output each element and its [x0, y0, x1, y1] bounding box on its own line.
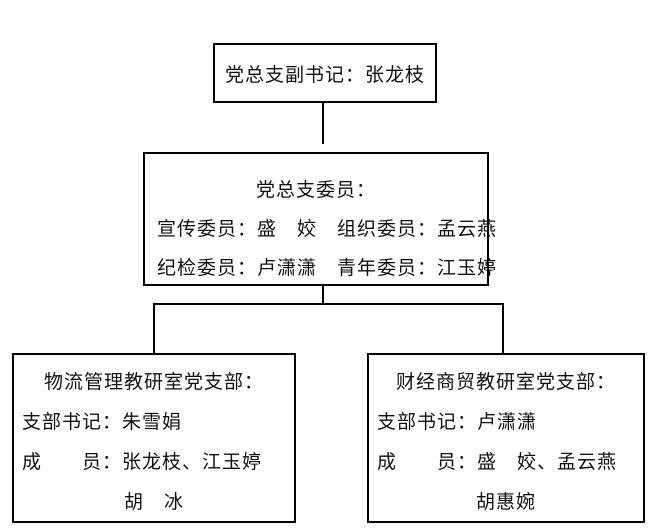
logistics-branch-members-2: 胡 冰: [123, 492, 184, 513]
finance-branch-box: 财经商贸教研室党支部： 支部书记：卢潇潇 成 员：盛 姣、孟云燕 胡惠婉: [367, 353, 645, 523]
committee-title: 党总支委员：: [255, 180, 376, 201]
finance-branch-secretary: 支部书记：卢潇潇: [377, 412, 538, 433]
connector-middle-vertical: [322, 286, 324, 304]
committee-members-box: 党总支委员： 宣传委员：盛 姣 组织委员：孟云燕 纪检委员：卢潇潇 青年委员：江…: [143, 152, 498, 286]
deputy-secretary-label: 党总支副书记：张龙枝: [224, 64, 425, 86]
connector-horizontal-bar: [153, 303, 504, 305]
committee-row-1: 宣传委员：盛 姣 组织委员：孟云燕: [157, 219, 498, 240]
finance-branch-title: 财经商贸教研室党支部：: [395, 372, 616, 393]
committee-row-2: 纪检委员：卢潇潇 青年委员：江玉婷: [157, 258, 498, 279]
finance-branch-members: 成 员：盛 姣、孟云燕: [377, 452, 618, 473]
logistics-branch-secretary: 支部书记：朱雪娟: [22, 412, 183, 433]
deputy-secretary-box: 党总支副书记：张龙枝: [213, 43, 437, 103]
logistics-branch-members: 成 员：张龙枝、江玉婷: [22, 452, 263, 473]
connector-left-vertical: [153, 303, 155, 353]
connector-right-vertical: [502, 303, 504, 353]
connector-top-vertical: [322, 103, 324, 144]
logistics-branch-title: 物流管理教研室党支部：: [43, 372, 264, 393]
finance-branch-members-2: 胡惠婉: [475, 492, 536, 513]
logistics-branch-box: 物流管理教研室党支部： 支部书记：朱雪娟 成 员：张龙枝、江玉婷 胡 冰: [12, 353, 296, 523]
